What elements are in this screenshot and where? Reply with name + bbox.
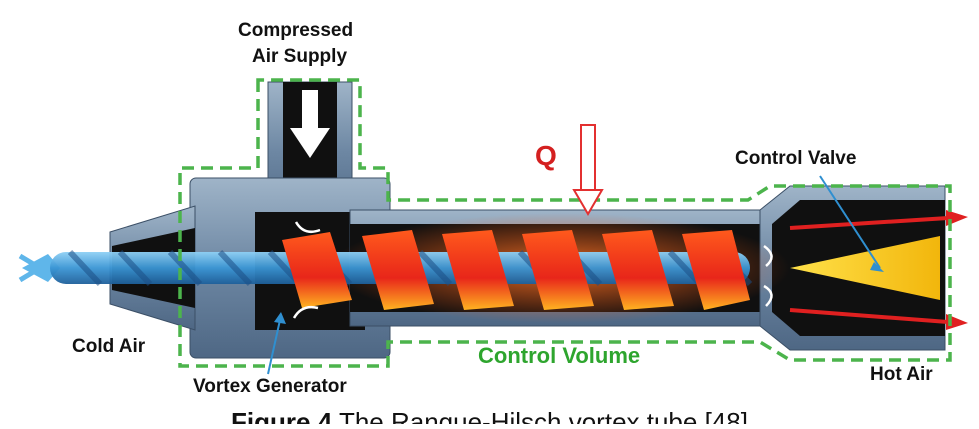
control-valve-leader bbox=[819, 175, 881, 269]
hot-spiral bbox=[282, 230, 750, 310]
caption-prefix: Figure 4 bbox=[231, 407, 333, 424]
control-valve-cone bbox=[790, 236, 940, 300]
heat-q-label: Q bbox=[535, 140, 557, 171]
heat-arrow bbox=[572, 124, 604, 216]
hot-air-label: Hot Air bbox=[870, 364, 933, 385]
supply-flow-arrow bbox=[290, 90, 330, 158]
control-volume-label: Control Volume bbox=[478, 343, 641, 368]
control-volume-boundary bbox=[178, 78, 952, 368]
compressed-air-label-line1: Compressed bbox=[238, 20, 354, 41]
caption-text: The Ranque-Hilsch vortex tube [48] bbox=[338, 407, 748, 424]
vortex-generator-label: Vortex Generator bbox=[193, 376, 347, 397]
compressed-air-label-line2: Air Supply bbox=[252, 46, 348, 67]
figure-caption: Figure 4 The Ranque-Hilsch vortex tube [… bbox=[0, 407, 979, 424]
swirl-arrows bbox=[292, 221, 773, 319]
cold-air-label: Cold Air bbox=[72, 336, 146, 357]
control-valve-label: Control Valve bbox=[735, 148, 857, 169]
vortex-generator-leader bbox=[267, 319, 281, 375]
